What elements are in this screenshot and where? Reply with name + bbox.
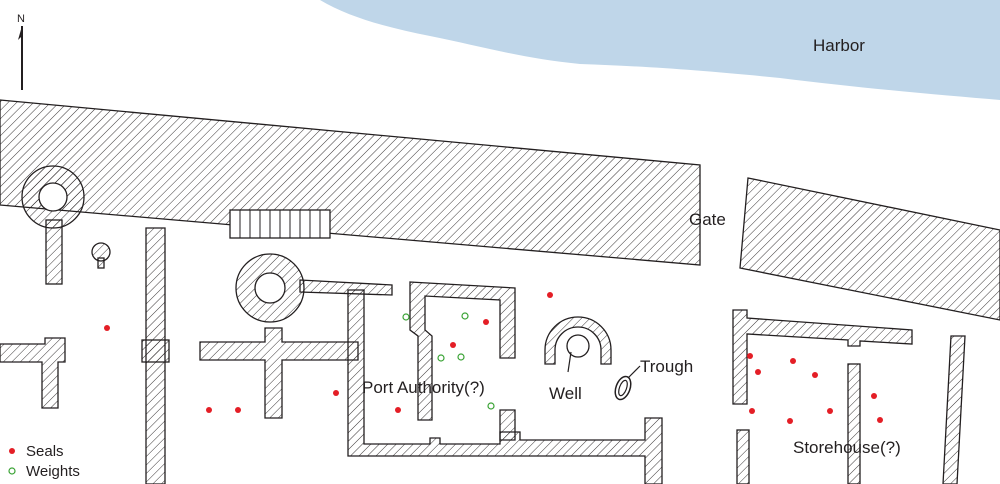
seal-marker [450, 342, 456, 348]
weight-ring-icon [8, 467, 16, 475]
label-port-authority: Port Authority(?) [362, 378, 485, 397]
small-round-feature [91, 242, 111, 269]
seal-marker [235, 407, 241, 413]
steps [229, 209, 331, 239]
seal-marker [877, 417, 883, 423]
well [544, 316, 612, 373]
tower-middle [199, 253, 393, 419]
east-wall [739, 177, 1000, 321]
weight-marker [457, 353, 465, 361]
north-arrow: N [17, 13, 25, 90]
trough [614, 365, 641, 401]
tower-west [21, 165, 85, 285]
label-well: Well [549, 384, 582, 403]
port-authority-building [347, 281, 663, 484]
seal-marker [547, 292, 553, 298]
weights-markers [402, 312, 495, 410]
label-trough: Trough [640, 357, 693, 376]
legend-seals: Seals [8, 441, 80, 461]
seal-marker [206, 407, 212, 413]
weight-marker [437, 354, 445, 362]
seal-marker [787, 418, 793, 424]
seal-marker [747, 353, 753, 359]
seal-marker [333, 390, 339, 396]
seal-dot-icon [9, 448, 15, 454]
seal-marker [827, 408, 833, 414]
label-storehouse: Storehouse(?) [793, 438, 901, 457]
west-wall-stub [0, 337, 66, 409]
long-wall-buttress [141, 339, 170, 363]
seal-marker [395, 407, 401, 413]
weight-marker [487, 402, 495, 410]
label-gate: Gate [689, 210, 726, 229]
seals-markers [104, 292, 883, 424]
seal-marker [755, 369, 761, 375]
seal-marker [483, 319, 489, 325]
seal-marker [871, 393, 877, 399]
sea-wall [0, 99, 701, 266]
weight-marker [402, 313, 410, 321]
harbor-water [320, 0, 1000, 100]
legend-seals-label: Seals [26, 442, 64, 460]
storehouse-building [732, 309, 966, 484]
seal-marker [790, 358, 796, 364]
label-harbor: Harbor [813, 36, 865, 55]
legend: Seals Weights [8, 441, 80, 481]
legend-weights: Weights [8, 461, 80, 481]
weight-marker [461, 312, 469, 320]
legend-weights-label: Weights [26, 462, 80, 480]
seal-marker [104, 325, 110, 331]
seal-marker [812, 372, 818, 378]
north-label: N [17, 13, 25, 25]
seal-marker [749, 408, 755, 414]
